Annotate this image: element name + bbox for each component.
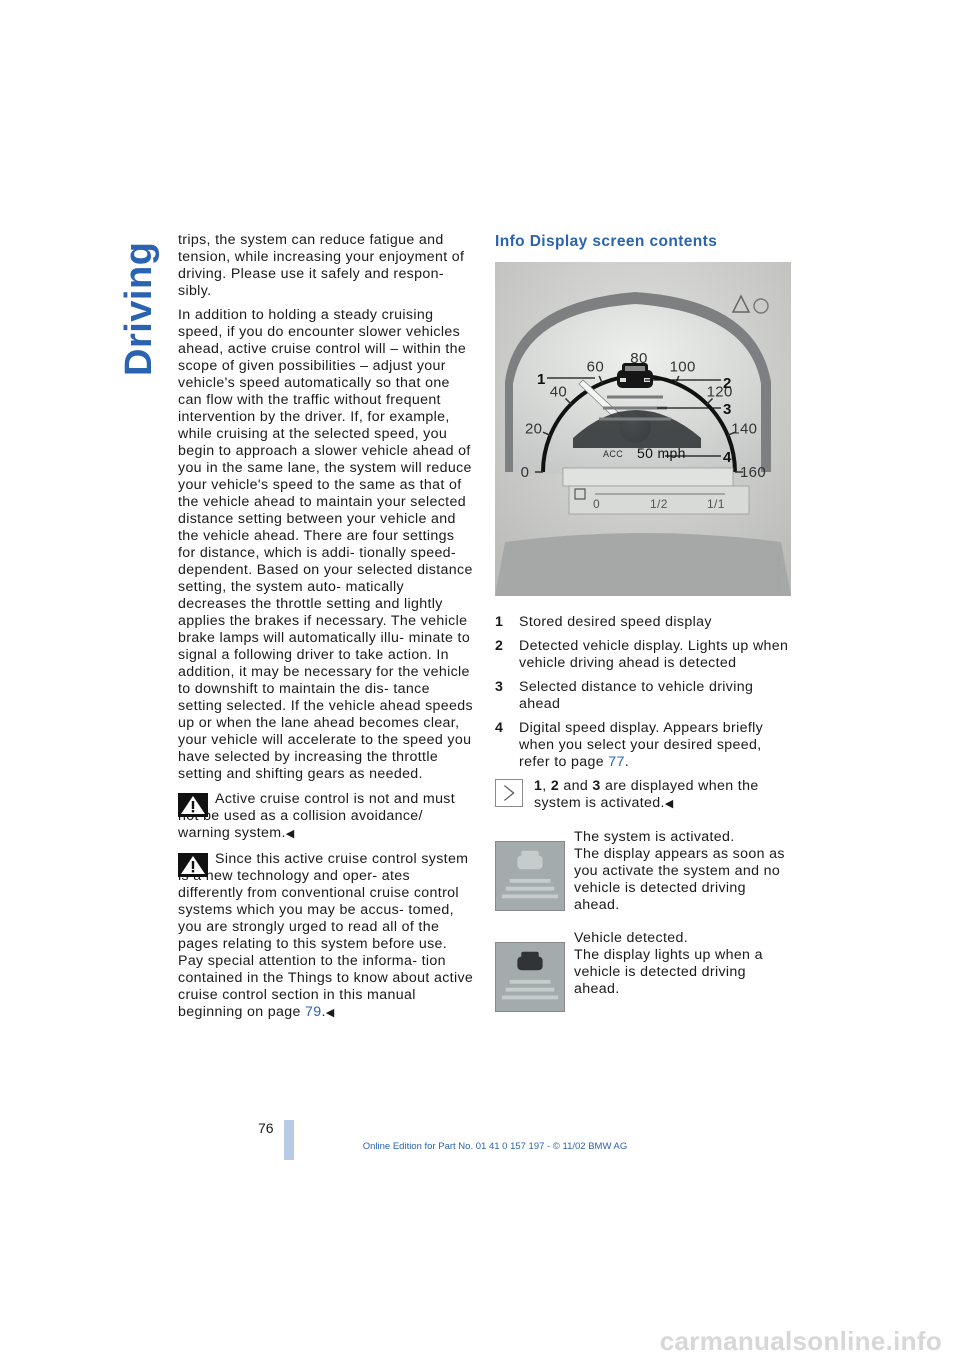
section-tab: Driving: [118, 226, 160, 376]
speed-tick-label: 0: [521, 464, 530, 481]
note-and: and: [559, 778, 593, 794]
footer-edition: Online Edition for Part No. 01 41 0 157 …: [362, 1141, 628, 1152]
speed-tick-label: 40: [550, 383, 567, 400]
fuel-scale-full: 1/1: [707, 497, 725, 511]
callout-4: 4: [723, 449, 732, 466]
legend-text: Stored desired speed display: [519, 614, 712, 630]
intro-paragraph: trips, the system can reduce fatigue and…: [178, 232, 465, 299]
legend-number: 3: [495, 679, 504, 695]
note-ref-2: 2: [550, 778, 560, 794]
indicator-lamp-icon: [753, 298, 769, 314]
end-mark-icon: ◀: [664, 798, 674, 810]
legend-item: 2 Detected vehicle display. Lights up wh…: [495, 638, 795, 672]
acc-label: ACC: [603, 449, 623, 459]
legend-number: 1: [495, 614, 504, 630]
legend-number: 4: [495, 720, 504, 736]
callout-3: 3: [723, 401, 732, 418]
symbol-2-title: Vehicle detected.: [574, 930, 689, 946]
section-title: Driving: [118, 241, 160, 376]
speed-tick-label: 80: [630, 350, 647, 367]
speed-tick-label: 100: [670, 359, 696, 376]
speed-tick: [727, 431, 736, 436]
speed-tick: [542, 431, 551, 436]
warning-lamp-icon: [731, 294, 751, 313]
legend-text: Selected distance to vehicle driving ahe…: [519, 679, 754, 712]
car-icon: [617, 363, 653, 388]
end-mark-icon: ◀: [285, 828, 295, 840]
legend-item: 4 Digital speed display. Appears briefly…: [495, 720, 764, 770]
callout-1: 1: [537, 371, 546, 388]
acc-activated-symbol-icon: [495, 841, 565, 911]
note-ref-3: 3: [592, 778, 601, 794]
speed-tick-label: 120: [707, 383, 733, 400]
vehicle-detected-symbol-icon: [495, 942, 565, 1012]
warning-note-1: Active cruise control is not and must no…: [178, 791, 476, 843]
end-mark-icon: ◀: [325, 1007, 335, 1019]
speed-scale: 0 20 40 60 80 100 120 140 160: [521, 350, 766, 481]
legend-list: 1 Stored desired speed display 2 Detecte…: [495, 614, 795, 771]
left-column: trips, the system can reduce fatigue and…: [178, 232, 476, 1022]
warning-triangle-icon: [178, 793, 208, 817]
speed-tick: [564, 397, 572, 405]
legend-item: 3 Selected distance to vehicle driving a…: [495, 679, 795, 713]
legend-number: 2: [495, 638, 504, 654]
speed-readout: 50 mph: [637, 445, 686, 461]
page-number: 76: [258, 1120, 274, 1136]
speed-tick-label: 20: [525, 420, 542, 437]
section-heading: Info Display screen contents: [495, 233, 718, 250]
watermark: carmanualsonline.info: [659, 1326, 942, 1356]
speed-tick: [706, 397, 714, 405]
fuel-scale-empty: 0: [593, 497, 600, 511]
symbol-system-activated: The system is activated. The display app…: [495, 829, 795, 914]
note-ref-1: 1: [534, 778, 543, 794]
fuel-pump-icon: [574, 488, 586, 500]
symbol-1-title: The system is activated.: [574, 829, 735, 845]
speed-tick-label: 140: [731, 420, 757, 437]
page-link-79[interactable]: 79: [305, 1004, 322, 1020]
warning-triangle-icon: [178, 853, 208, 877]
speed-tick-label: 60: [587, 359, 604, 376]
warning-2-text: Since this active cruise control system …: [178, 851, 474, 1020]
speed-tick-label: 160: [740, 464, 766, 481]
warning-note-2: Since this active cruise control system …: [178, 851, 474, 1020]
body-paragraph: In addition to holding a steady cruising…: [178, 307, 473, 782]
page-link-77[interactable]: 77: [608, 754, 625, 770]
note-separator: ,: [542, 778, 551, 794]
note-arrow-icon: [495, 779, 523, 807]
fuel-scale-half: 1/2: [650, 497, 668, 511]
legend-item: 1 Stored desired speed display: [495, 614, 795, 631]
speed-tick: [598, 375, 603, 384]
warning-1-text: Active cruise control is not and must no…: [178, 791, 456, 841]
callout-lines: [547, 377, 721, 457]
legend-text: Digital speed display. Appears briefly w…: [519, 720, 764, 770]
figure-code: 390de10440: [777, 556, 783, 593]
page-bar: [284, 1120, 294, 1160]
legend-text: Detected vehicle display. Lights up when…: [519, 638, 789, 671]
info-note: 1, 2 and 3 are displayed when the system…: [495, 778, 795, 813]
callout-2: 2: [723, 375, 732, 392]
right-column: Info Display screen contents: [495, 232, 795, 1012]
symbol-2-text: The display lights up when a vehicle is …: [574, 947, 763, 997]
symbol-vehicle-detected: Vehicle detected. The display lights up …: [495, 930, 795, 1012]
symbol-1-text: The display appears as soon as you activ…: [574, 846, 785, 913]
note-text: are displayed when the system is activat…: [534, 778, 759, 811]
